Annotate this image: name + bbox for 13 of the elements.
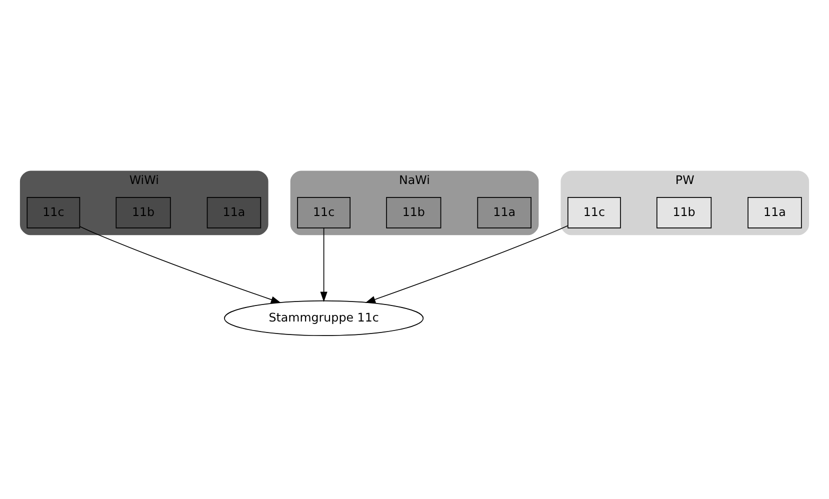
- arrow: [365, 224, 568, 302]
- node-box: 11b: [116, 196, 171, 228]
- node-box: 11a: [206, 196, 262, 228]
- arrow: [79, 226, 282, 303]
- node-box: 11b: [386, 196, 442, 228]
- node-box: 11c: [567, 196, 621, 228]
- node-ellipse: Stammgruppe 11c: [224, 300, 424, 336]
- node-box: 11c: [297, 196, 350, 228]
- arrow: [320, 227, 328, 302]
- node-box: 11b: [656, 196, 712, 228]
- node-box: 11c: [26, 196, 80, 228]
- node-box: 11a: [748, 196, 802, 228]
- node-box: 11a: [477, 196, 532, 228]
